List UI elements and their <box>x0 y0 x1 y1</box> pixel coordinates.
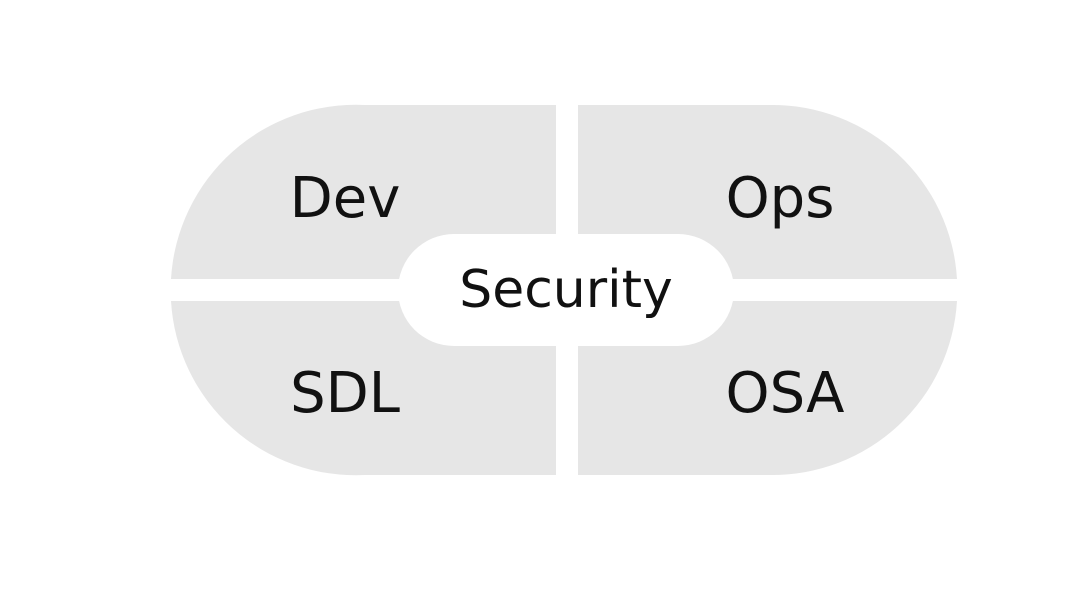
label-osa: OSA <box>726 361 845 426</box>
label-security: Security <box>459 260 673 320</box>
label-sdl: SDL <box>290 361 400 426</box>
center-pill <box>398 234 734 346</box>
label-dev: Dev <box>290 166 401 231</box>
label-ops: Ops <box>726 166 835 231</box>
